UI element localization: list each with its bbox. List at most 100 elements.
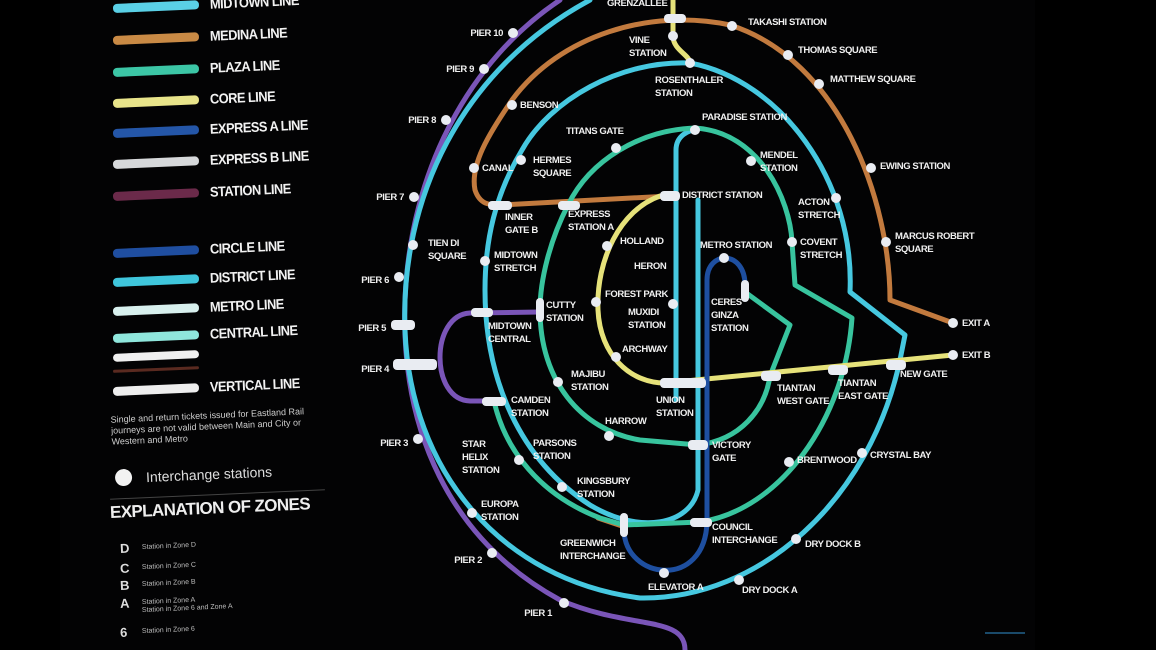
station-label-line: PARADISE STATION <box>702 112 787 123</box>
station[interactable]: DRY DOCK A <box>734 575 798 596</box>
station[interactable]: CANAL <box>469 163 514 174</box>
station-label-line: PIER 7 <box>376 192 404 203</box>
station-label-line: PIER 9 <box>446 64 474 75</box>
station[interactable]: PIER 10 <box>470 28 518 39</box>
station-label-line: COVENT <box>800 237 838 248</box>
station-dot-icon <box>668 299 678 309</box>
station[interactable]: BENSON <box>507 100 559 111</box>
station-dot-icon <box>690 125 700 135</box>
station[interactable]: CRYSTAL BAY <box>857 448 933 461</box>
interchange-marker-icon <box>393 359 437 370</box>
station-label: CRYSTAL BAY <box>870 450 932 461</box>
station-label-line: ACTON <box>798 197 830 208</box>
station-label-line: GINZA <box>711 310 739 321</box>
station[interactable]: DRY DOCK B <box>791 534 862 550</box>
station-label-line: EWING STATION <box>880 161 950 172</box>
station-label-line: KINGSBURY <box>577 476 631 487</box>
station[interactable]: PIER 1 <box>524 598 569 619</box>
station-dot-icon <box>467 508 477 518</box>
station[interactable]: PIER 3 <box>380 434 423 449</box>
station[interactable]: TITANS GATE <box>566 126 624 153</box>
station-label-line: ROSENTHALER <box>655 75 723 86</box>
station-label-line: STATION <box>760 163 798 174</box>
plaza-inner-line <box>537 202 793 448</box>
station[interactable]: NEW GATE <box>886 360 948 380</box>
station-label-line: STATION <box>533 451 571 462</box>
station[interactable]: TAKASHI STATION <box>727 17 827 31</box>
purple-line-branch <box>437 309 543 404</box>
station[interactable]: HARROW <box>604 416 647 441</box>
station-label-line: CUTTY <box>546 300 577 311</box>
station-label-line: ELEVATOR A <box>648 582 704 593</box>
station[interactable]: ELEVATOR A <box>648 568 704 593</box>
station[interactable]: PIER 4 <box>361 359 437 375</box>
station[interactable]: EWING STATION <box>866 161 951 173</box>
station[interactable]: HOLLAND <box>602 236 665 251</box>
station[interactable]: EXIT B <box>948 350 991 361</box>
monitor-bezel-left <box>0 0 62 650</box>
station[interactable]: FOREST PARK <box>591 289 669 307</box>
station[interactable]: PIER 5 <box>358 320 415 334</box>
station-label: ELEVATOR A <box>648 582 704 593</box>
station-label-line: COUNCIL <box>712 522 753 533</box>
station[interactable]: PARADISE STATION <box>690 112 788 135</box>
station[interactable]: PIER 8 <box>408 115 451 126</box>
station-dot-icon <box>559 598 569 608</box>
station[interactable]: PIER 2 <box>454 548 497 566</box>
station[interactable]: PIER 7 <box>376 192 419 203</box>
station-label: PIER 10 <box>470 28 503 39</box>
station[interactable]: EXIT A <box>948 318 991 329</box>
station[interactable]: ARCHWAY <box>611 344 669 362</box>
interchange-marker-icon <box>482 397 506 406</box>
station-dot-icon <box>831 193 841 203</box>
station-label-line: NEW GATE <box>900 369 947 380</box>
station-dot-icon <box>480 256 490 266</box>
station-dot-icon <box>409 192 419 202</box>
station-label-line: STATION <box>711 323 749 334</box>
station-label-line: EXPRESS <box>568 209 610 220</box>
station[interactable]: BRENTWOOD <box>784 455 858 467</box>
station[interactable]: HERON <box>634 261 667 272</box>
station[interactable]: GRENZALLEE <box>607 0 686 23</box>
station-label-line: MARCUS ROBERT <box>895 231 975 242</box>
interchange-marker-icon <box>488 201 512 210</box>
station[interactable]: THOMAS SQUARE <box>783 45 878 60</box>
station[interactable]: METRO STATION <box>700 240 773 263</box>
station-label-line: PIER 2 <box>454 555 482 566</box>
station[interactable]: PIER 6 <box>361 272 404 286</box>
station-label: PIER 9 <box>446 64 474 75</box>
station[interactable]: DISTRICT STATION <box>660 190 763 201</box>
station[interactable]: MATTHEW SQUARE <box>814 74 916 89</box>
station-label-line: FOREST PARK <box>605 289 669 300</box>
station[interactable]: PIER 9 <box>446 64 489 75</box>
